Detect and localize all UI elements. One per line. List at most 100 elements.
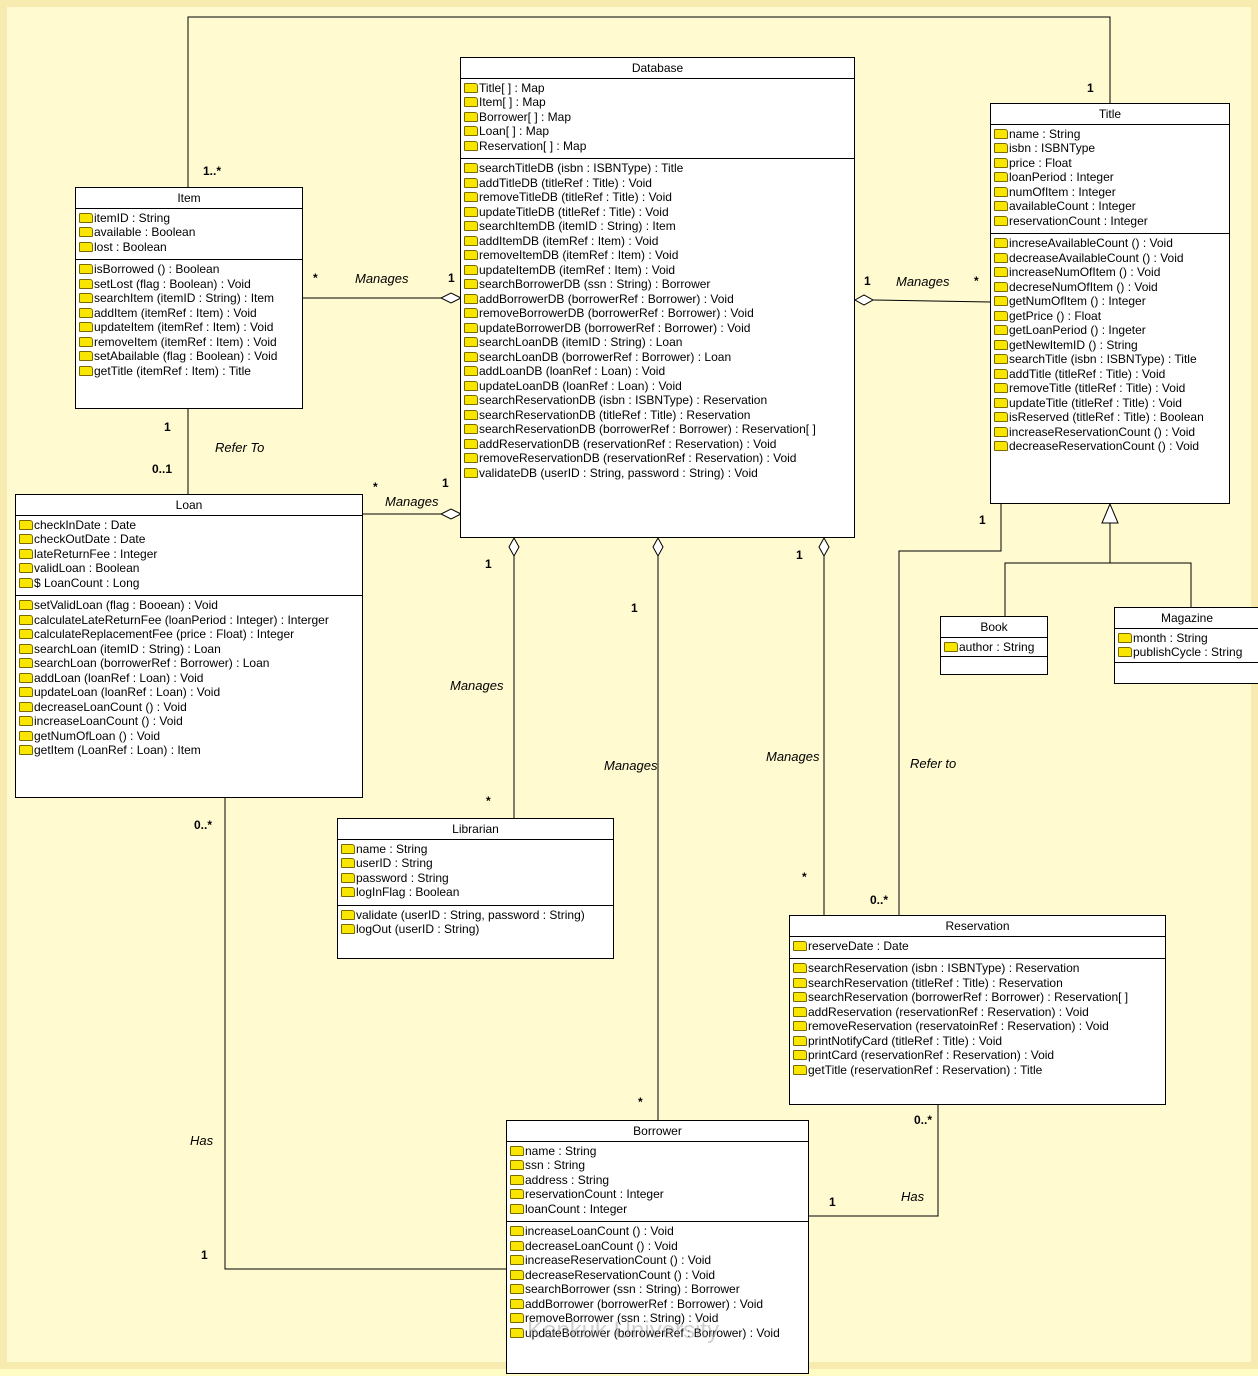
attribute-row: available : Boolean: [79, 225, 302, 240]
folder-icon: [994, 143, 1008, 154]
folder-icon: [510, 1255, 524, 1266]
operation-row: increaseNumOfItem () : Void: [994, 265, 1229, 280]
folder-icon: [19, 629, 33, 640]
class-borrower: Borrower name : String ssn : String addr…: [506, 1120, 809, 1374]
operation-text: removeBorrower (ssn : String) : Void: [525, 1311, 719, 1325]
operation-text: updateItemDB (itemRef : Item) : Void: [479, 262, 676, 277]
attribute-row: publishCycle : String: [1118, 645, 1258, 660]
attribute-row: password : String: [341, 871, 613, 886]
operation-text: searchReservation (titleRef : Title) : R…: [808, 975, 1063, 990]
operation-row: removeTitle (titleRef : Title) : Void: [994, 381, 1229, 396]
attribute-text: reserveDate : Date: [808, 938, 909, 953]
class-borrower-name: Borrower: [507, 1121, 808, 1142]
operation-row: addReservationDB (reservationRef : Reser…: [464, 437, 854, 452]
operation-row: addBorrower (borrowerRef : Borrower) : V…: [510, 1297, 808, 1312]
operation-text: addBorrower (borrowerRef : Borrower) : V…: [525, 1296, 764, 1311]
operation-text: decreaseLoanCount () : Void: [525, 1238, 678, 1253]
folder-icon: [464, 409, 478, 420]
operation-text: increaseNumOfItem () : Void: [1009, 265, 1161, 279]
folder-icon: [994, 172, 1008, 183]
folder-icon: [464, 192, 478, 203]
operation-row: setValidLoan (flag : Booean) : Void: [19, 598, 362, 613]
class-reservation-name: Reservation: [790, 916, 1165, 937]
operation-text: searchTitleDB (isbn : ISBNType) : Title: [479, 161, 684, 175]
operation-text: getItem (LoanRef : Loan) : Item: [34, 743, 201, 757]
operation-text: addBorrowerDB (borrowerRef : Borrower) :…: [479, 291, 734, 306]
folder-icon: [464, 424, 478, 435]
folder-icon: [464, 293, 478, 304]
attribute-row: userID : String: [341, 856, 613, 871]
operation-text: removeBorrowerDB (borrowerRef : Borrower…: [479, 306, 754, 320]
folder-icon: [994, 128, 1008, 139]
operation-text: searchBorrower (ssn : String) : Borrower: [525, 1282, 740, 1296]
operation-row: removeTitleDB (titleRef : Title) : Void: [464, 190, 854, 205]
folder-icon: [994, 252, 1008, 263]
attribute-row: name : String: [341, 842, 613, 857]
multiplicity-db-reservation: 1: [796, 548, 803, 562]
attribute-text: logInFlag : Boolean: [356, 885, 460, 899]
operation-row: getTitle (itemRef : Item) : Title: [79, 364, 302, 379]
folder-icon: [341, 872, 355, 883]
operation-text: searchReservation (isbn : ISBNType) : Re…: [808, 961, 1080, 975]
multiplicity-item-db: *: [313, 271, 318, 285]
folder-icon: [19, 687, 33, 698]
operation-row: decreaseReservationCount () : Void: [994, 439, 1229, 454]
operation-row: addItemDB (itemRef : Item) : Void: [464, 234, 854, 249]
multiplicity-loan-item: 0..1: [152, 462, 173, 476]
operation-row: decreseNumOfItem () : Void: [994, 280, 1229, 295]
folder-icon: [994, 310, 1008, 321]
operation-text: searchLoanDB (itemID : String) : Loan: [479, 335, 683, 349]
attribute-row: isbn : ISBNType: [994, 141, 1229, 156]
operation-text: getPrice () : Float: [1009, 308, 1102, 323]
operation-text: addItem (itemRef : Item) : Void: [94, 305, 257, 320]
book-operations: [941, 657, 1047, 664]
attribute-row: name : String: [994, 127, 1229, 142]
multiplicity-db-librarian: 1: [485, 557, 492, 571]
operation-text: searchReservationDB (borrowerRef : Borro…: [479, 422, 816, 436]
operation-row: getLoanPeriod () : Ingeter: [994, 323, 1229, 338]
operation-text: validate (userID : String, password : St…: [356, 907, 585, 922]
folder-icon: [464, 438, 478, 449]
operation-row: searchReservation (isbn : ISBNType) : Re…: [793, 961, 1165, 976]
operation-row: increseAvailableCount () : Void: [994, 236, 1229, 251]
assoc-label-manages-borrower: Manages: [604, 758, 658, 773]
operation-text: increaseLoanCount () : Void: [34, 714, 183, 728]
operation-text: removeReservationDB (reservationRef : Re…: [479, 451, 797, 465]
folder-icon: [79, 365, 93, 376]
folder-icon: [510, 1269, 524, 1280]
folder-icon: [19, 577, 33, 588]
folder-icon: [510, 1189, 524, 1200]
multiplicity-item-title: 1..*: [203, 164, 222, 178]
operation-row: searchTitle (isbn : ISBNType) : Title: [994, 352, 1229, 367]
attribute-row: lost : Boolean: [79, 240, 302, 255]
attribute-row: reserveDate : Date: [793, 939, 1165, 954]
operation-text: calculateReplacementFee (price : Float) …: [34, 627, 295, 641]
operation-row: searchReservation (borrowerRef : Borrowe…: [793, 990, 1165, 1005]
operation-text: addLoan (loanRef : Loan) : Void: [34, 670, 204, 685]
librarian-attributes: name : String userID : String password :…: [338, 840, 613, 906]
operation-row: updateTitleDB (titleRef : Title) : Void: [464, 205, 854, 220]
class-loan-name: Loan: [16, 495, 362, 516]
folder-icon: [464, 97, 478, 108]
operation-row: printCard (reservationRef : Reservation)…: [793, 1048, 1165, 1063]
multiplicity-title-item: 1: [1087, 81, 1094, 95]
attribute-text: isbn : ISBNType: [1009, 141, 1096, 155]
folder-icon: [19, 730, 33, 741]
folder-icon: [994, 215, 1008, 226]
attribute-text: Loan[ ] : Map: [479, 124, 550, 138]
multiplicity-db-item: 1: [448, 271, 455, 285]
operation-row: searchTitleDB (isbn : ISBNType) : Title: [464, 161, 854, 176]
operation-text: addReservation (reservationRef : Reserva…: [808, 1004, 1089, 1019]
multiplicity-db-loan: 1: [442, 476, 449, 490]
operation-row: logOut (userID : String): [341, 922, 613, 937]
assoc-label-manages-reservation: Manages: [766, 749, 820, 764]
folder-icon: [793, 977, 807, 988]
multiplicity-reservation-db: *: [802, 870, 807, 884]
folder-icon: [464, 221, 478, 232]
folder-icon: [793, 1050, 807, 1061]
operation-text: printNotifyCard (titleRef : Title) : Voi…: [808, 1033, 1003, 1048]
class-item: Item itemID : String available : Boolean…: [75, 187, 303, 409]
folder-icon: [79, 322, 93, 333]
operation-row: searchLoanDB (itemID : String) : Loan: [464, 335, 854, 350]
folder-icon: [994, 267, 1008, 278]
